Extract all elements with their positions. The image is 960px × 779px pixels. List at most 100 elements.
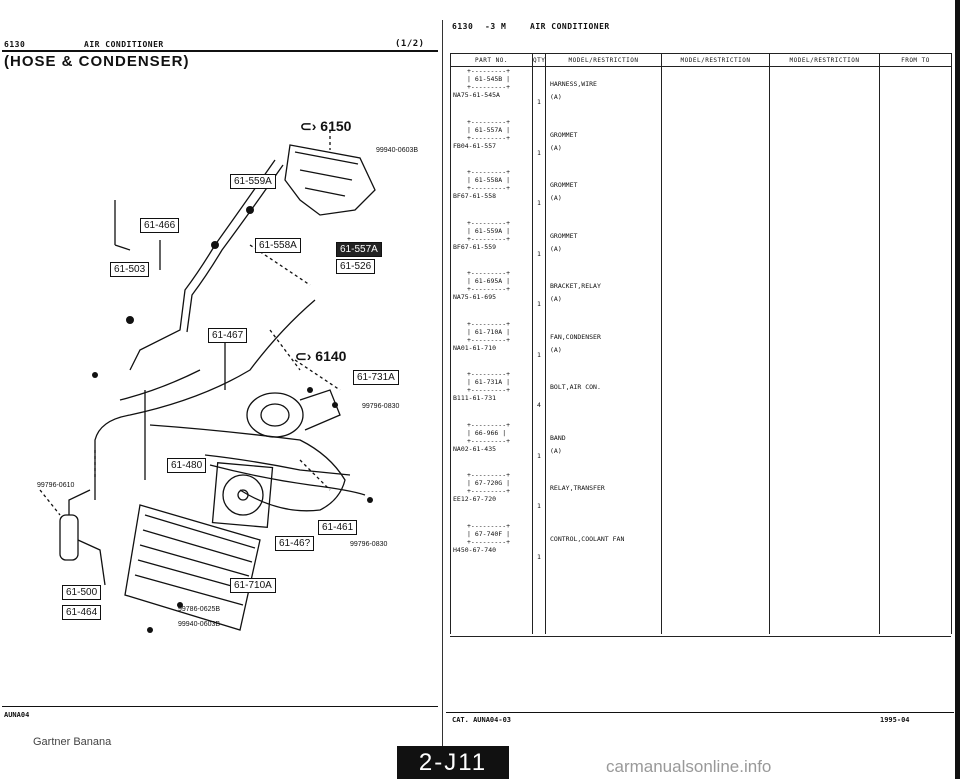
left-header-code: 6130 — [4, 40, 26, 49]
right-header-code: 6130 — [452, 22, 474, 31]
col-model-restriction-2: MODEL/RESTRICTION — [661, 53, 770, 67]
left-footer-rule — [2, 706, 438, 707]
part-number: NA75-61-695 — [453, 293, 497, 301]
cell-description: GROMMET (A) — [545, 117, 662, 168]
callout-61-480: 61-480 — [167, 458, 207, 473]
part-number: B111-61-731 — [453, 394, 497, 402]
hose-upper — [129, 159, 276, 371]
cell-model-2 — [661, 420, 770, 471]
table-row: +---------+ | 61-695A | +---------+ NA75… — [450, 269, 952, 320]
cell-model-3 — [769, 521, 880, 572]
cell-part-no: +---------+ | 61-558A | +---------+ BF67… — [450, 168, 533, 219]
col-part-no: PART NO. — [450, 53, 533, 67]
callout-61-731a: 61-731A — [353, 370, 399, 385]
cell-qty: 1 — [532, 117, 546, 168]
condenser-fan — [211, 462, 274, 529]
ref-box: +---------+ | 66-966 | +---------+ — [467, 420, 511, 445]
description: GROMMET (A) — [550, 130, 578, 152]
callout-61-466: 61-466 — [140, 218, 180, 233]
cell-from-to — [879, 420, 952, 471]
description: GROMMET (A) — [550, 231, 578, 253]
cell-from-to — [879, 269, 952, 320]
description: BRACKET,RELAY (A) — [550, 282, 601, 303]
cell-model-3 — [769, 471, 880, 522]
right-footer-rule — [446, 712, 954, 713]
quantity: 1 — [537, 451, 541, 460]
quantity: 1 — [537, 249, 541, 258]
description: FAN,CONDENSER (A) — [550, 332, 601, 354]
left-page: 6130 AIR CONDITIONER (1/2) (HOSE & CONDE… — [0, 0, 438, 720]
section-title: (HOSE & CONDENSER) — [4, 53, 190, 70]
table-row: +---------+ | 61-557A | +---------+ FB04… — [450, 117, 952, 168]
cell-from-to — [879, 218, 952, 269]
col-model-restriction-3: MODEL/RESTRICTION — [769, 53, 880, 67]
callout-61-467: 61-467 — [208, 328, 248, 343]
cell-from-to — [879, 66, 952, 118]
callout-61-559a: 61-559A — [230, 174, 276, 189]
callout-61-558a: 61-558A — [255, 238, 301, 253]
ref-box: +---------+ | 61-695A | +---------+ — [467, 269, 511, 293]
filler-cell — [450, 572, 533, 634]
callout-61-464: 61-464 — [62, 605, 102, 620]
cell-model-2 — [661, 521, 770, 572]
partnum-99940-0603b-bottom: 99940-0603B — [178, 621, 221, 628]
cell-qty: 1 — [532, 521, 546, 572]
ref-box: +---------+ | 61-557A | +---------+ — [467, 117, 511, 142]
callout-61-526: 61-526 — [336, 259, 376, 274]
cell-qty: 1 — [532, 168, 546, 219]
page-indicator: (1/2) — [395, 39, 425, 49]
partnum-99786-0625b: 99786-0625B — [178, 606, 221, 613]
cell-qty: 1 — [532, 66, 546, 118]
ref-box: +---------+ | 67-720G | +---------+ — [467, 471, 511, 495]
cell-description: CONTROL,COOLANT FAN — [545, 521, 662, 572]
part-number: BF67-61-559 — [453, 242, 497, 251]
cell-from-to — [879, 168, 952, 219]
site-watermark: carmanualsonline.info — [606, 757, 772, 776]
filler-cell — [532, 572, 546, 634]
quantity: 4 — [537, 401, 541, 409]
callout-61-500: 61-500 — [62, 585, 102, 600]
table-row: +---------+ | 66-966 | +---------+ NA02-… — [450, 420, 952, 471]
gartner-label: Gartner Banana — [33, 736, 112, 748]
cell-model-3 — [769, 218, 880, 269]
partnum-99796-0830-a: 99796-0830 — [362, 403, 400, 410]
cell-part-no: +---------+ | 61-695A | +---------+ NA75… — [450, 269, 533, 320]
ref-box: +---------+ | 61-558A | +---------+ — [467, 168, 511, 192]
cell-part-no: +---------+ | 66-966 | +---------+ NA02-… — [450, 420, 533, 471]
cell-part-no: +---------+ | 67-720G | +---------+ EE12… — [450, 471, 533, 522]
group-label-6150: ⊂› 6150 — [300, 118, 352, 134]
description: CONTROL,COOLANT FAN — [550, 534, 625, 543]
cell-part-no: +---------+ | 67-740F | +---------+ H450… — [450, 521, 533, 572]
cell-part-no: +---------+ | 61-557A | +---------+ FB04… — [450, 117, 533, 168]
table-row: +---------+ | 61-545B | +---------+ NA75… — [450, 66, 952, 118]
table-filler-row — [450, 572, 952, 634]
cell-description: RELAY,TRANSFER — [545, 471, 662, 522]
cell-model-2 — [661, 269, 770, 320]
section-tab: 2-J11 — [397, 746, 509, 779]
cell-qty: 1 — [532, 319, 546, 370]
description: RELAY,TRANSFER — [550, 484, 605, 492]
right-header-sub: -3 M — [485, 22, 507, 31]
group-label-6140: ⊂› 6140 — [295, 348, 347, 364]
cell-qty: 4 — [532, 370, 546, 421]
cell-from-to — [879, 521, 952, 572]
description: GROMMET (A) — [550, 181, 578, 202]
cell-model-3 — [769, 269, 880, 320]
right-header-title: AIR CONDITIONER — [530, 22, 610, 31]
table-row: +---------+ | 61-559A | +---------+ BF67… — [450, 218, 952, 269]
cell-model-3 — [769, 319, 880, 370]
description: HARNESS,WIRE (A) — [550, 80, 597, 101]
cell-description: BOLT,AIR CON. — [545, 370, 662, 421]
part-number: NA01-61-710 — [453, 343, 497, 352]
quantity: 1 — [537, 552, 541, 561]
table-row: +---------+ | 61-710A | +---------+ NA01… — [450, 319, 952, 370]
cell-qty: 1 — [532, 218, 546, 269]
cell-model-2 — [661, 218, 770, 269]
cell-from-to — [879, 370, 952, 421]
part-number: H450-67-740 — [453, 545, 497, 554]
part-number: EE12-67-720 — [453, 495, 497, 503]
exploded-diagram — [39, 130, 376, 633]
callout-61-557a: 61-557A — [336, 242, 382, 257]
cell-model-2 — [661, 66, 770, 118]
condenser — [124, 504, 261, 631]
